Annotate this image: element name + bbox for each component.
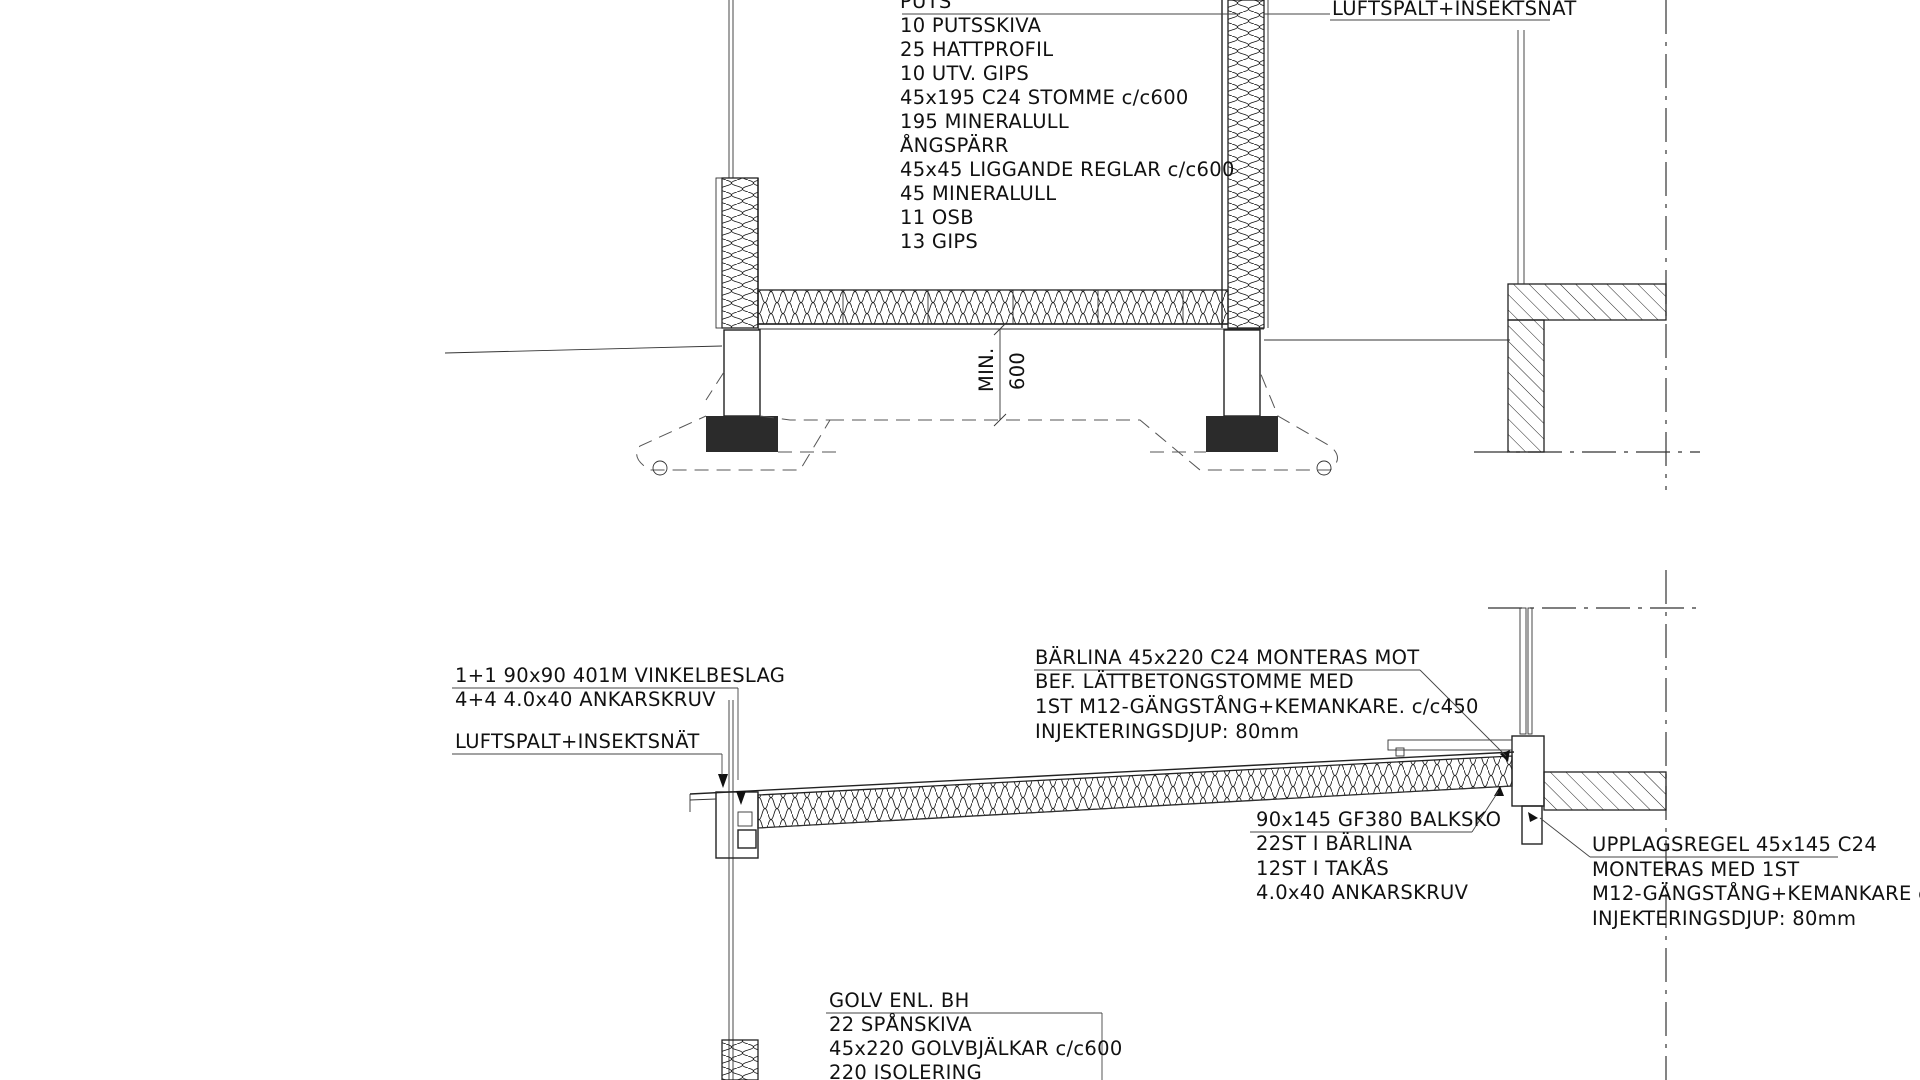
wall-layer-text: PUTS [900, 0, 952, 13]
wall-layer-text: 45x195 C24 STOMME c/c600 [900, 86, 1189, 109]
wall-layer-text: 25 HATTPROFIL [900, 38, 1053, 61]
support-note-line: MONTERAS MED 1ST [1592, 858, 1800, 881]
floor-note-line: 45x220 GOLVBJÄLKAR c/c600 [829, 1037, 1123, 1060]
dimension-prefix: MIN. [975, 347, 998, 392]
right-footing [1206, 416, 1278, 452]
dimension-value: 600 [1006, 352, 1029, 390]
right-beam [1507, 319, 1545, 453]
floor-slab [757, 289, 1229, 325]
left-column [723, 329, 761, 417]
beam-note-line: BEF. LÄTTBETONGSTOMME MED [1035, 670, 1354, 693]
bottom-right-slab [1543, 771, 1667, 811]
wall-layer-text: 11 OSB [900, 206, 974, 229]
left-wall-stub [721, 177, 759, 329]
right-slab [1507, 283, 1667, 321]
hanger-note-line: 22ST I BÄRLINA [1256, 832, 1413, 855]
support-note-line: M12-GÄNGSTÅNG+KEMANKARE c/c600. [1592, 882, 1920, 905]
bottom-section: 1+1 90x90 401M VINKELBESLAG 4+4 4.0x40 A… [452, 570, 1920, 1080]
hanger-note-line: 12ST I TAKÅS [1256, 857, 1389, 880]
hanger-note-line: 4.0x40 ANKARSKRUV [1256, 881, 1469, 904]
floor-note-line: 22 SPÅNSKIVA [829, 1013, 972, 1036]
floor-note-line: 220 ISOLERING [829, 1061, 982, 1080]
support-note-line: UPPLAGSREGEL 45x145 C24 [1592, 833, 1877, 856]
beam-note-line: INJEKTERINGSDJUP: 80mm [1035, 720, 1299, 743]
left-footing [706, 416, 778, 452]
hanger-note-line: 90x145 GF380 BALKSKO [1256, 808, 1501, 831]
support-note-line: INJEKTERINGSDJUP: 80mm [1592, 907, 1856, 930]
wall-layer-text: ÅNGSPÄRR [900, 134, 1009, 157]
bracket-note-line: 4+4 4.0x40 ANKARSKRUV [455, 688, 716, 711]
wall-layer-text: 45 MINERALULL [900, 182, 1056, 205]
wall-layer-text: 13 GIPS [900, 230, 978, 253]
air-gap-label-bottom: LUFTSPALT+INSEKTSNÄT [455, 730, 700, 753]
wall-layer-list: PUTS 10 PUTSSKIVA 25 HATTPROFIL 10 UTV. … [900, 0, 1235, 253]
floor-note-line: GOLV ENL. BH [829, 989, 970, 1012]
wall-layer-text: 10 PUTSSKIVA [900, 14, 1042, 37]
air-gap-label-top: LUFTSPALT+INSEKTSNÄT [1332, 0, 1577, 20]
bracket-note-line: 1+1 90x90 401M VINKELBESLAG [455, 664, 785, 687]
top-section: MIN. 600 PUTS 10 PUTSSKIVA 25 HATTPROFIL… [444, 0, 1700, 490]
beam-note-line: 1ST M12-GÄNGSTÅNG+KEMANKARE. c/c450 [1035, 695, 1479, 718]
wall-layer-text: 195 MINERALULL [900, 110, 1069, 133]
beam-note-line: BÄRLINA 45x220 C24 MONTERAS MOT [1035, 646, 1419, 669]
wall-layer-text: 45x45 LIGGANDE REGLAR c/c600 [900, 158, 1235, 181]
beam-ledger [1511, 735, 1545, 807]
right-wall [1227, 0, 1265, 329]
right-column [1223, 329, 1261, 417]
wall-layer-text: 10 UTV. GIPS [900, 62, 1029, 85]
floor-wall-stub [721, 1039, 759, 1080]
